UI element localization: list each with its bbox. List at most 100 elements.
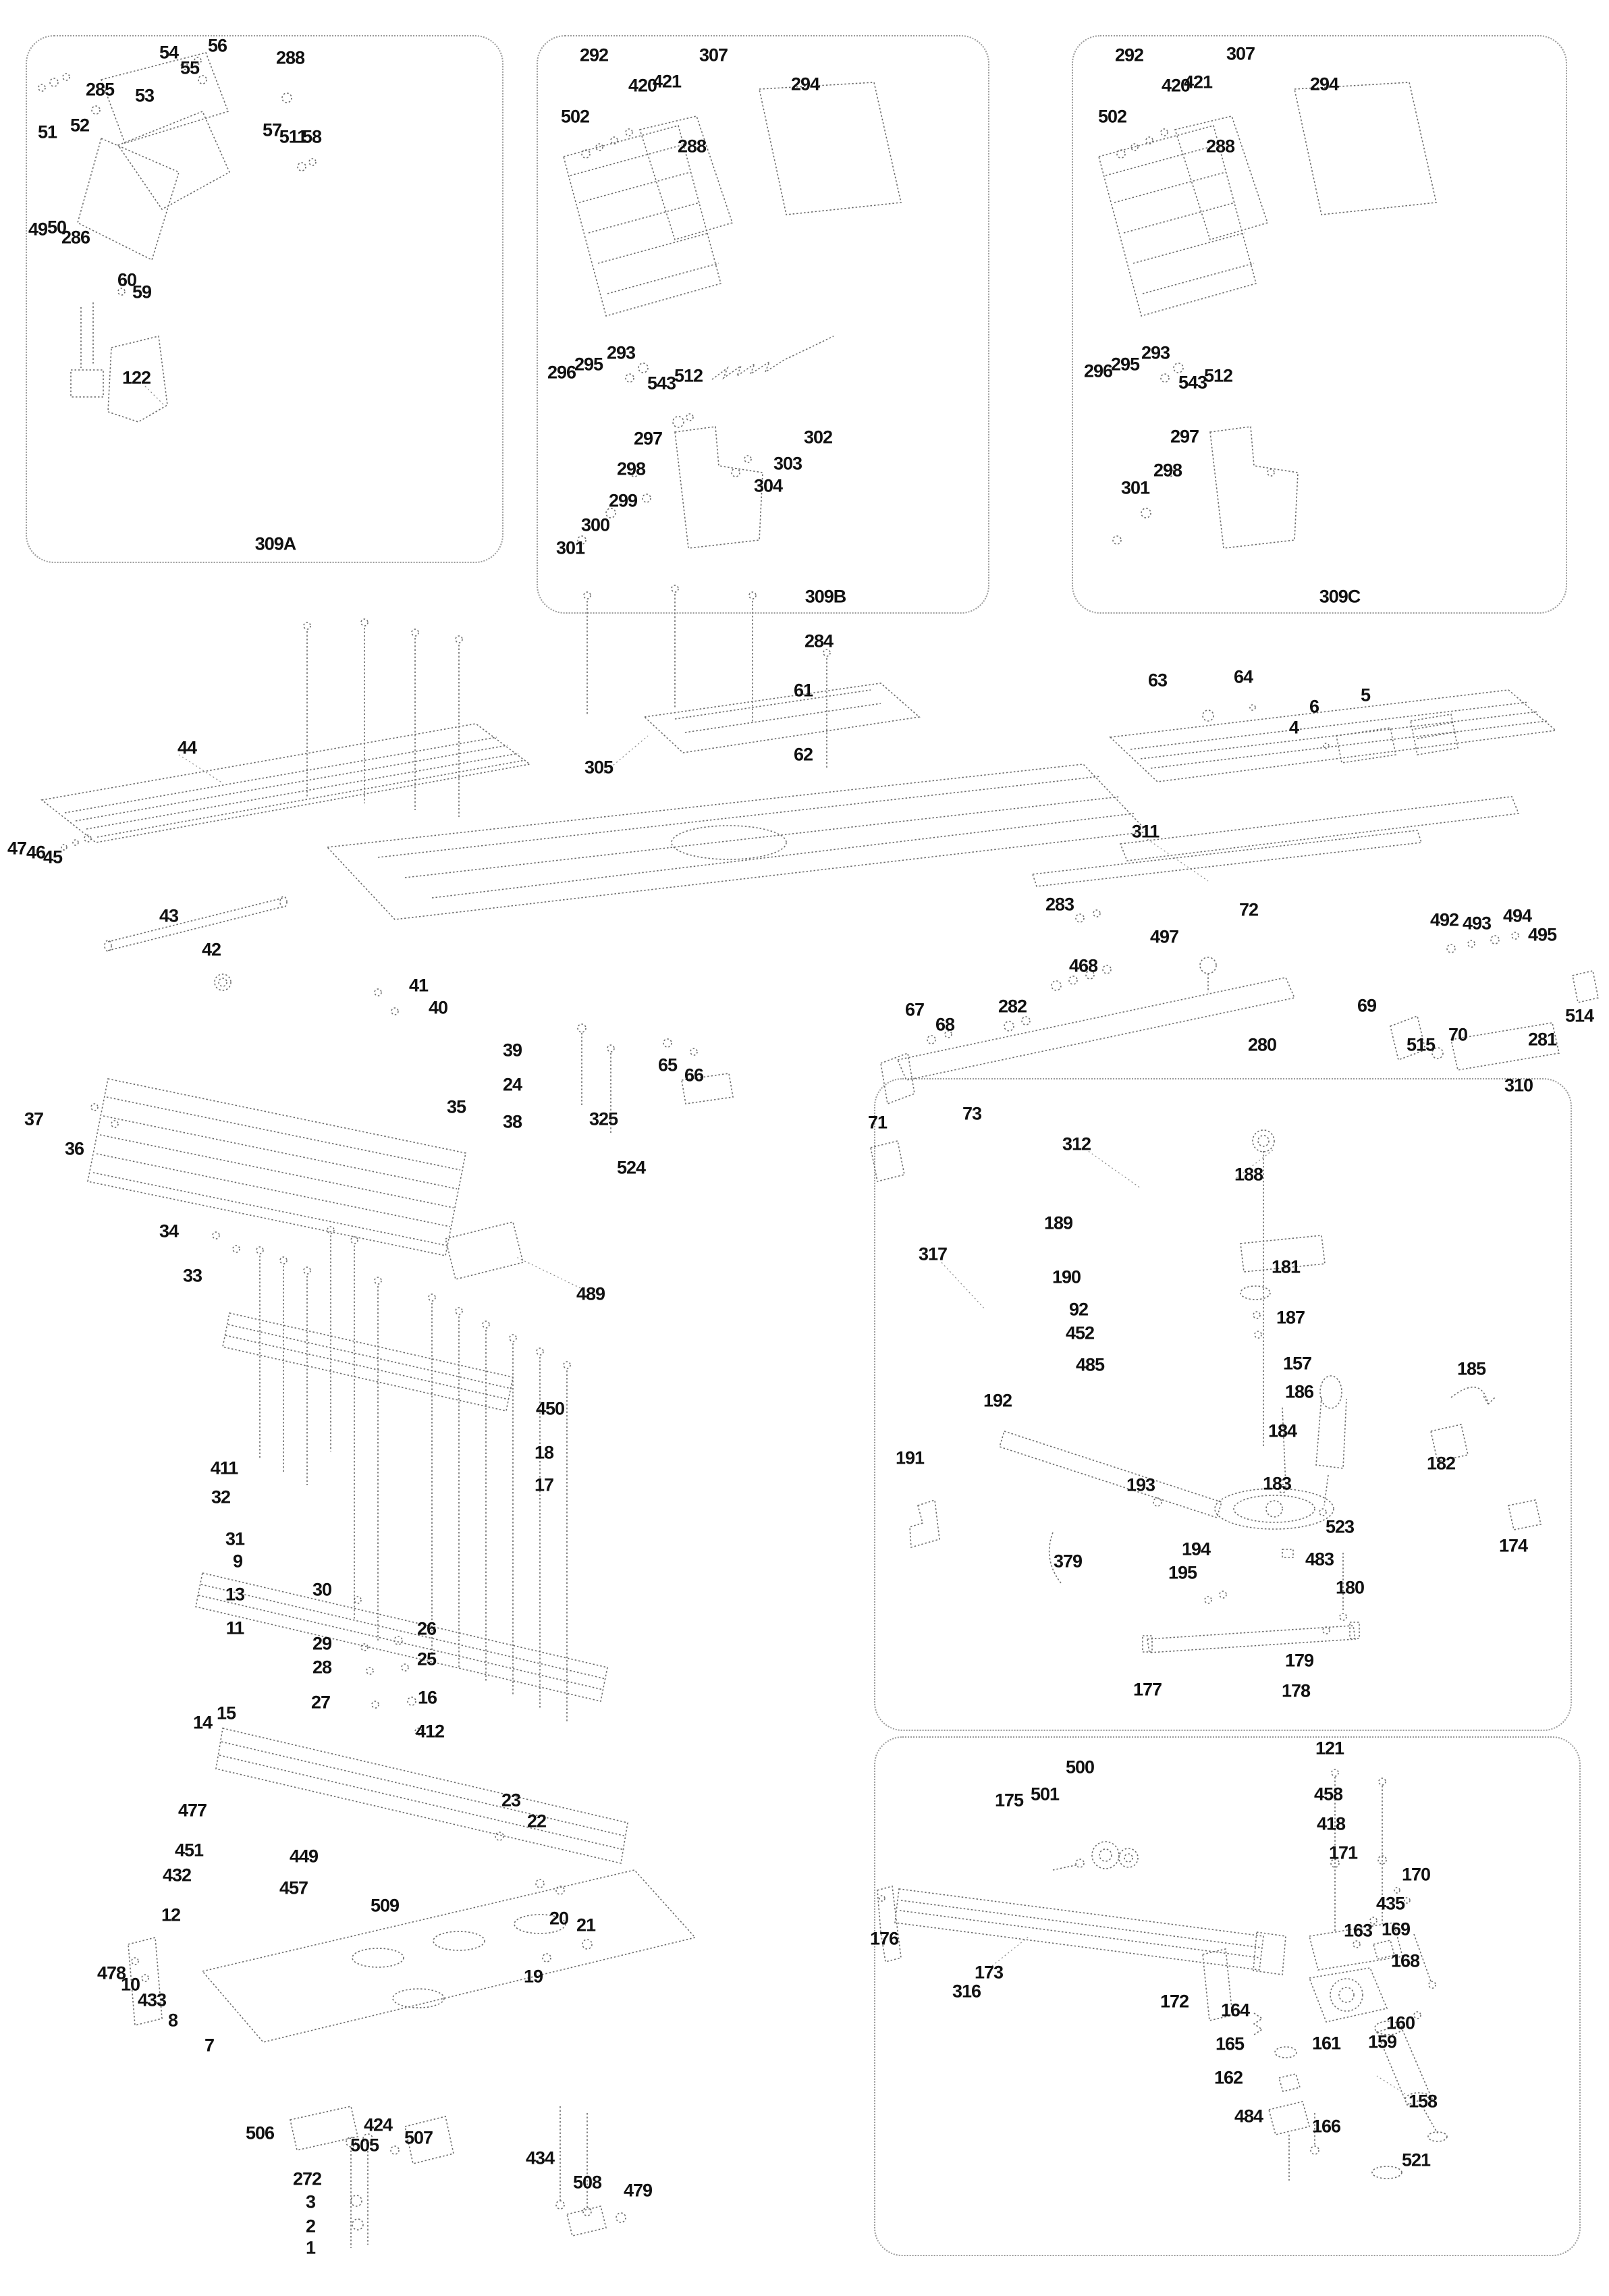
section-box-309c <box>1072 35 1567 614</box>
part-label-160: 160 <box>1386 2012 1415 2033</box>
part-label-301: 301 <box>555 537 585 558</box>
part-label-433: 433 <box>137 1990 167 2010</box>
part-label-65: 65 <box>657 1054 678 1075</box>
part-label-70: 70 <box>1448 1024 1468 1045</box>
part-label-162: 162 <box>1213 2067 1243 2088</box>
part-label-175: 175 <box>994 1790 1024 1811</box>
part-label-296: 296 <box>547 362 576 383</box>
part-label-12: 12 <box>161 1904 181 1925</box>
part-label-92: 92 <box>1068 1299 1089 1320</box>
part-label-53: 53 <box>134 85 155 106</box>
part-label-189: 189 <box>1043 1212 1073 1233</box>
part-label-543: 543 <box>1178 372 1207 393</box>
part-label-69: 69 <box>1357 995 1377 1016</box>
part-label-38: 38 <box>502 1111 522 1132</box>
part-label-163: 163 <box>1343 1920 1373 1941</box>
part-label-458: 458 <box>1313 1784 1343 1805</box>
part-label-295: 295 <box>574 354 603 375</box>
part-label-303: 303 <box>773 453 802 474</box>
part-label-51: 51 <box>37 122 57 142</box>
part-label-179: 179 <box>1284 1650 1314 1671</box>
part-label-286: 286 <box>61 227 90 248</box>
part-label-172: 172 <box>1160 1991 1189 2012</box>
part-label-46: 46 <box>26 842 46 863</box>
part-label-421: 421 <box>652 71 682 92</box>
part-label-420: 420 <box>1161 75 1191 96</box>
part-label-512: 512 <box>1203 365 1233 386</box>
part-label-63: 63 <box>1147 670 1168 691</box>
part-label-19: 19 <box>523 1966 543 1987</box>
part-label-27: 27 <box>310 1692 331 1713</box>
part-label-507: 507 <box>404 2127 433 2148</box>
part-label-31: 31 <box>225 1528 245 1549</box>
part-label-161: 161 <box>1311 2033 1341 2054</box>
part-label-316: 316 <box>952 1981 981 2002</box>
part-label-25: 25 <box>416 1649 437 1670</box>
part-label-67: 67 <box>904 999 925 1020</box>
part-label-468: 468 <box>1068 955 1098 976</box>
part-label-505: 505 <box>350 2135 379 2156</box>
part-label-34: 34 <box>159 1221 179 1242</box>
part-label-62: 62 <box>793 744 813 765</box>
section-box-miter-assembly <box>874 1078 1572 1731</box>
part-label-55: 55 <box>180 57 200 78</box>
part-label-180: 180 <box>1335 1577 1365 1598</box>
part-label-502: 502 <box>1097 106 1127 127</box>
part-label-284: 284 <box>804 631 834 651</box>
part-label-298: 298 <box>1153 460 1182 481</box>
part-label-288: 288 <box>275 47 305 68</box>
part-label-497: 497 <box>1149 926 1179 947</box>
part-label-420: 420 <box>628 75 657 96</box>
part-label-317: 317 <box>918 1244 948 1264</box>
part-label-122: 122 <box>121 367 151 388</box>
part-label-424: 424 <box>363 2114 393 2135</box>
part-label-3: 3 <box>305 2191 316 2212</box>
part-label-15: 15 <box>216 1703 236 1724</box>
part-label-478: 478 <box>97 1963 126 1983</box>
part-label-309B: 309B <box>804 586 847 607</box>
part-label-294: 294 <box>790 74 820 95</box>
part-label-187: 187 <box>1276 1307 1305 1328</box>
part-label-288: 288 <box>677 136 707 157</box>
section-box-fence-drive <box>874 1736 1581 2256</box>
part-label-299: 299 <box>608 490 638 511</box>
part-label-485: 485 <box>1075 1354 1105 1375</box>
part-label-484: 484 <box>1234 2106 1263 2127</box>
part-label-502: 502 <box>560 106 590 127</box>
part-label-511: 511 <box>279 126 308 147</box>
part-label-71: 71 <box>867 1112 888 1133</box>
part-label-174: 174 <box>1498 1535 1528 1556</box>
part-label-285: 285 <box>85 79 115 100</box>
part-label-158: 158 <box>1408 2091 1438 2112</box>
part-label-47: 47 <box>7 838 27 859</box>
part-label-411: 411 <box>210 1458 239 1478</box>
part-label-14: 14 <box>192 1712 213 1733</box>
part-label-157: 157 <box>1282 1353 1312 1374</box>
part-label-283: 283 <box>1045 894 1074 915</box>
part-label-176: 176 <box>869 1928 899 1949</box>
part-label-457: 457 <box>279 1877 308 1898</box>
part-label-421: 421 <box>1183 72 1213 92</box>
part-label-450: 450 <box>535 1398 565 1419</box>
part-label-173: 173 <box>974 1962 1004 1983</box>
part-label-188: 188 <box>1234 1164 1263 1185</box>
part-label-191: 191 <box>895 1447 925 1468</box>
part-label-293: 293 <box>1141 342 1170 363</box>
part-label-509: 509 <box>370 1895 400 1916</box>
part-label-282: 282 <box>998 996 1027 1017</box>
part-label-23: 23 <box>501 1790 521 1811</box>
part-label-5: 5 <box>1360 685 1371 705</box>
part-label-159: 159 <box>1367 2031 1397 2052</box>
part-label-72: 72 <box>1238 899 1259 920</box>
part-label-495: 495 <box>1527 924 1557 945</box>
part-label-177: 177 <box>1133 1679 1162 1700</box>
part-label-292: 292 <box>1114 45 1144 65</box>
part-label-292: 292 <box>579 45 609 65</box>
part-label-57: 57 <box>262 119 282 140</box>
part-label-524: 524 <box>616 1157 646 1178</box>
section-box-309a <box>26 35 503 563</box>
part-label-7: 7 <box>204 2035 215 2056</box>
part-label-479: 479 <box>623 2180 653 2201</box>
part-label-523: 523 <box>1325 1516 1355 1537</box>
part-label-514: 514 <box>1564 1005 1594 1026</box>
